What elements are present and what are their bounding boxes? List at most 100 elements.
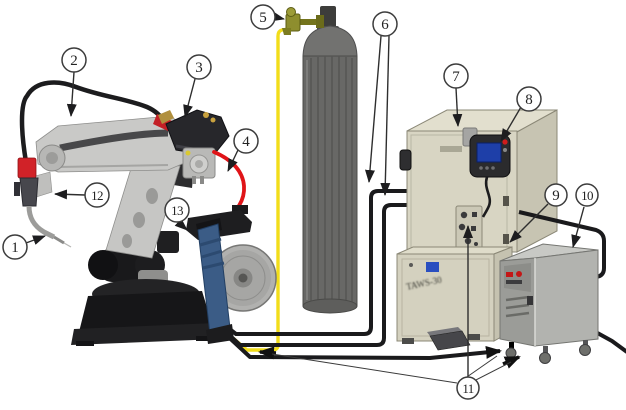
leader-6b (380, 35, 391, 196)
callout-11: 11 (456, 376, 480, 400)
callout-leaders (25, 11, 585, 384)
torch-tip (53, 235, 65, 245)
callout-8-number: 8 (525, 92, 533, 108)
stand-box-front (396, 253, 495, 342)
teach-pendant (469, 134, 511, 218)
work-lead-cable (591, 328, 626, 354)
robot-base (71, 248, 219, 346)
power-switch (527, 296, 533, 305)
wrist-hub (46, 152, 58, 164)
regulator-clamp (316, 15, 324, 28)
callout-6: 6 (372, 11, 398, 37)
inlet-cable-arrow (502, 355, 521, 369)
leader-5 (271, 11, 285, 22)
cylinder-body (302, 55, 358, 307)
leader-11c (463, 355, 498, 380)
callout-5-number: 5 (259, 10, 267, 26)
torch-red-collar (17, 157, 37, 179)
leader-8 (500, 106, 522, 142)
welding-torch (14, 157, 72, 248)
callout-10: 10 (575, 183, 599, 207)
torch-neck (26, 205, 56, 240)
stand-bands (199, 237, 225, 270)
callout-1: 1 (2, 234, 28, 260)
callout-9: 9 (544, 183, 568, 207)
gas-regulator (282, 7, 324, 35)
callout-1-number: 1 (11, 240, 19, 256)
callout-8: 8 (516, 86, 542, 112)
cylinder-bottom (302, 298, 358, 314)
leader-11d (471, 361, 512, 383)
stand-box-top (396, 246, 513, 255)
regulator-outlet (282, 28, 291, 35)
leader-11b (271, 353, 458, 384)
vent-slots (505, 295, 530, 318)
casters (505, 340, 591, 364)
pendant-estop (502, 139, 508, 145)
floor-wedge (427, 327, 471, 351)
leader-13 (174, 218, 188, 231)
callout-3-number: 3 (195, 60, 203, 76)
cylinder-shoulder (302, 25, 358, 59)
cabinet-handle (399, 149, 412, 171)
welding-robot (14, 80, 277, 346)
callout-7-number: 7 (452, 69, 460, 85)
callouts: 1 2 3 4 5 6 7 8 9 10 11 12 13 (2, 4, 599, 400)
cabinet-label (440, 146, 462, 152)
cabinet-side (516, 109, 558, 253)
callout-9-number: 9 (552, 188, 560, 204)
torch-cable (19, 80, 167, 165)
cabinet-connector-panel (455, 205, 483, 251)
regulator-gauge (286, 7, 296, 17)
torch-side-block (14, 182, 20, 196)
stand-foot (206, 324, 234, 344)
pendant-cable (481, 176, 492, 218)
feeder-brass-fitting (158, 110, 174, 124)
torch-body (19, 177, 39, 207)
callout-13: 13 (164, 197, 190, 223)
callout-13-number: 13 (171, 203, 183, 218)
pendant-screen (476, 142, 502, 163)
cabinet-to-power-cable (518, 210, 606, 284)
leader-7 (452, 87, 463, 127)
wire-spool-stand (186, 205, 277, 344)
callout-4-number: 4 (242, 134, 250, 150)
power-source-panel (504, 263, 531, 292)
robot-axis-motor (157, 231, 179, 253)
callout-12: 12 (84, 182, 110, 208)
leader-3 (183, 78, 196, 118)
gas-cylinder (302, 6, 358, 314)
callout-12-number: 12 (91, 188, 103, 203)
leader-2 (66, 71, 77, 117)
callout-2-number: 2 (70, 53, 78, 69)
callout-4: 4 (233, 128, 259, 154)
callout-11-number: 11 (462, 381, 473, 396)
output-terminal (506, 272, 513, 277)
callout-2: 2 (61, 47, 87, 73)
junction-arrow (258, 346, 277, 360)
arm-wire-feeder (158, 109, 230, 157)
leader-12 (54, 189, 86, 200)
stand-box-blue-label (426, 262, 439, 272)
leader-10 (571, 206, 585, 248)
leader-6a (364, 35, 382, 183)
control-cable-upper (203, 189, 407, 336)
feeder-mount (182, 147, 216, 184)
callout-3: 3 (186, 54, 212, 80)
callout-6-number: 6 (381, 17, 389, 33)
regulator-pipe (299, 19, 319, 25)
power-source-side (534, 249, 599, 347)
callout-7: 7 (443, 63, 469, 89)
power-cable-floor (219, 328, 502, 360)
control-cable-lower (209, 203, 407, 347)
wire-stickout (63, 242, 72, 248)
callout-5: 5 (250, 4, 276, 30)
cylinder-ribs (310, 56, 353, 305)
leader-9 (509, 203, 549, 243)
interconnection-cables (203, 189, 502, 360)
callout-10-number: 10 (581, 188, 593, 203)
leader-4 (227, 149, 239, 172)
output-terminal2 (516, 271, 522, 277)
